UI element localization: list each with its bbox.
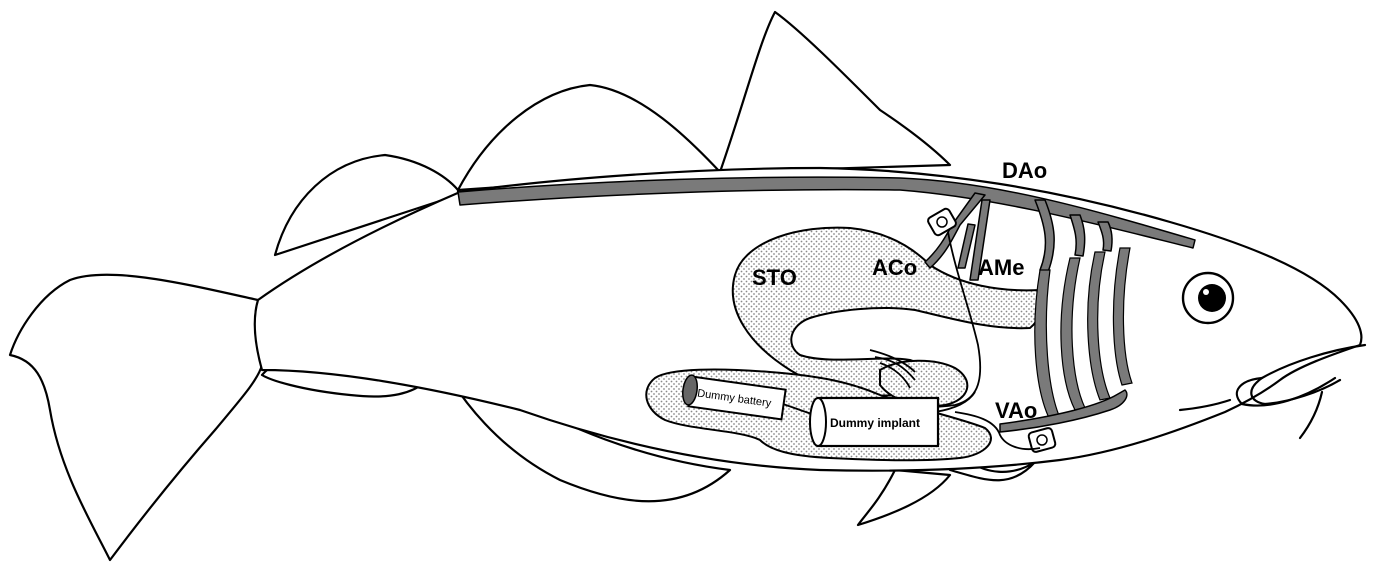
eye-pupil bbox=[1198, 284, 1226, 312]
caudal-fin bbox=[10, 275, 262, 560]
label-coeliac-artery: ACo bbox=[872, 255, 917, 280]
label-ventral-aorta: VAo bbox=[995, 398, 1037, 423]
label-dorsal-aorta: DAo bbox=[1002, 158, 1047, 183]
label-stomach: STO bbox=[752, 265, 797, 290]
implant-label: Dummy implant bbox=[830, 416, 920, 430]
eye-highlight bbox=[1203, 289, 1209, 295]
dummy-implant: Dummy implant bbox=[810, 398, 938, 446]
chin-barbel bbox=[1300, 392, 1322, 438]
label-mesenteric-artery: AMe bbox=[978, 255, 1024, 280]
pelvic-fin bbox=[858, 470, 950, 525]
third-dorsal-fin bbox=[720, 12, 950, 172]
